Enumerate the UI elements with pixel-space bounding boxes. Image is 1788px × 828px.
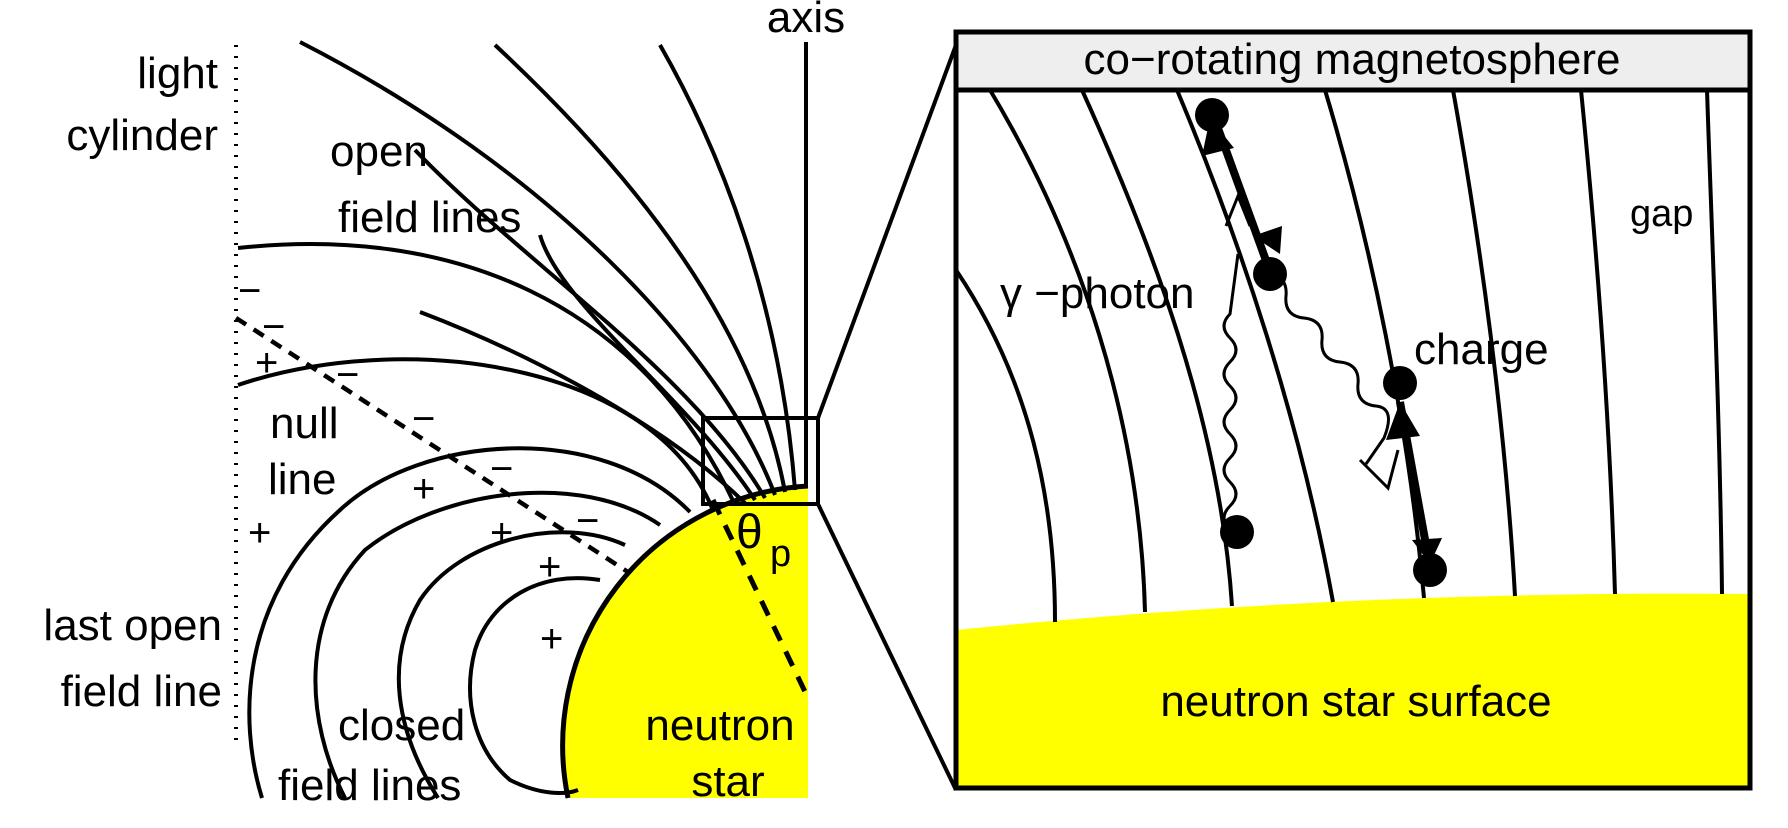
charge-particle [1413, 553, 1447, 587]
open-field-line [538, 234, 757, 502]
neutron-star-disc [562, 486, 808, 798]
charge-sign: + [412, 467, 435, 511]
gap-label: gap [1630, 193, 1693, 235]
neutron-star-outline [560, 483, 809, 799]
closed-field-line [313, 490, 662, 799]
open-field-lines-label: open [330, 127, 428, 176]
light-cylinder-label: light [137, 49, 218, 98]
gap-field-line [954, 268, 1057, 623]
trajectory-arrowhead [1253, 226, 1282, 254]
last-open-field-line [237, 242, 737, 506]
charge-sign: − [336, 353, 359, 397]
gamma-photon-arrowhead [1358, 449, 1400, 491]
zoom-connector-top [816, 44, 958, 419]
theta-subscript: p [770, 533, 791, 575]
charge-particle [1383, 366, 1417, 400]
particle-trajectories [1202, 118, 1442, 564]
null-line-label: line [268, 455, 337, 504]
gap-field-line [1323, 89, 1426, 599]
closed-field-line [396, 530, 626, 800]
axis-label: axis [767, 0, 845, 42]
open-field-line [658, 44, 797, 491]
left-panel: − − + − − + − + + − + + axis light cylin… [43, 0, 845, 810]
charge-sign: + [255, 341, 278, 385]
polar-angle-line [710, 498, 811, 700]
magnetosphere-header-label: co−rotating magnetosphere [1084, 35, 1621, 84]
null-line-label: null [270, 399, 339, 448]
charge-particle [1253, 257, 1287, 291]
charge-particle [1220, 515, 1254, 549]
charge-signs: − − + − − + − + + − + + [238, 269, 599, 661]
closed-field-line [468, 576, 601, 795]
neutron-star-label: star [691, 757, 764, 806]
open-field-line [419, 310, 747, 505]
neutron-star-label: neutron [645, 701, 794, 750]
photon-paths [1222, 191, 1400, 532]
open-field-lines-label: field lines [338, 193, 521, 242]
zoom-connectors [816, 44, 958, 791]
closed-field-lines-label: closed [338, 701, 465, 750]
open-field-line [299, 40, 777, 496]
closed-field-lines-label: field lines [278, 761, 461, 810]
charge-sign: + [540, 617, 563, 661]
light-cylinder-label: cylinder [66, 111, 218, 160]
zoom-box [701, 416, 820, 506]
charge-sign: − [262, 305, 285, 349]
gap-field-line [988, 88, 1147, 613]
last-open-field-line-label: last open [43, 601, 222, 650]
charge-sign: − [412, 397, 435, 441]
charge-sign: − [490, 447, 513, 491]
gamma-photon-wave [1267, 272, 1390, 465]
gap-field-line [1175, 89, 1335, 603]
charge-sign: − [576, 499, 599, 543]
gap-field-line [1705, 89, 1724, 595]
open-field-line [493, 43, 787, 493]
trajectory-arrowhead [1386, 402, 1420, 440]
open-field-lines [237, 40, 797, 506]
gap-field-lines [954, 88, 1724, 623]
open-field-line [413, 148, 767, 500]
zoom-connector-bottom [816, 503, 958, 791]
charge-sign: + [490, 511, 513, 555]
charge-particle [1195, 98, 1229, 132]
closed-field-line [247, 446, 692, 799]
gap-field-line [1451, 89, 1517, 597]
charge-sign: + [538, 545, 561, 589]
theta-label: θ [736, 506, 763, 559]
zoom-panel-frame [953, 29, 1753, 791]
neutron-star-surface-label: neutron star surface [1160, 677, 1551, 726]
gamma-photon-wave [1222, 253, 1240, 532]
last-open-field-line-label: field line [61, 667, 222, 716]
neutron-star-surface [956, 593, 1750, 788]
trajectory-arrowhead [1412, 538, 1442, 564]
null-line [234, 316, 630, 574]
charges [1195, 98, 1447, 587]
charge-label: charge [1414, 325, 1549, 374]
charge-sign: + [248, 511, 271, 555]
gap-field-line [1579, 89, 1617, 595]
gamma-photon-label: γ −photon [1000, 269, 1195, 318]
charge-sign: − [238, 269, 261, 313]
right-panel: co−rotating magnetosphere neutron star s… [953, 29, 1753, 791]
